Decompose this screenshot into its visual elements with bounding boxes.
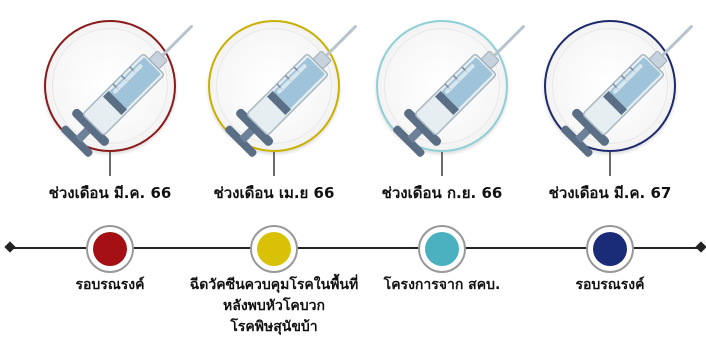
timeline-dot — [418, 225, 466, 273]
stage-description-line: โรคพิษสุนัขบ้า — [230, 319, 318, 335]
timeline-dot — [586, 225, 634, 273]
stage-description: ฉีดวัคซีนควบคุมโรคในพื้นที่ หลังพบหัวโคบ… — [186, 275, 362, 338]
stage-date: ช่วงเดือน มี.ค. 67 — [548, 184, 672, 202]
stage-description-line: รอบรณรงค์ — [575, 277, 645, 293]
stage-description-line: ฉีดวัคซีนควบคุมโรคในพื้นที่ — [189, 277, 359, 293]
timeline-dot-fill — [93, 232, 127, 266]
badge-inner-ring — [552, 28, 668, 144]
stage-description: รอบรณรงค์ — [522, 275, 698, 296]
timeline-dot — [250, 225, 298, 273]
stage-connector — [609, 152, 611, 176]
syringe-badge — [44, 20, 193, 157]
stage-date: ช่วงเดือน เม.ย 66 — [213, 184, 335, 202]
timeline-stage-4: ช่วงเดือน มี.ค. 67 รอบรณรงค์ — [522, 0, 698, 343]
stage-description-line: หลังพบหัวโคบวก — [223, 298, 325, 314]
timeline-line — [8, 247, 704, 249]
stage-description-line: รอบรณรงค์ — [75, 277, 145, 293]
timeline-start-marker — [4, 241, 16, 253]
timeline-stage-3: ช่วงเดือน ก.ย. 66 โครงการจาก สคบ. — [354, 0, 530, 343]
syringe-icon — [61, 25, 193, 157]
syringe-icon — [225, 25, 357, 157]
stage-description-line: โครงการจาก สคบ. — [383, 277, 501, 293]
syringe-icon — [561, 25, 693, 157]
timeline-stage-1: ช่วงเดือน มี.ค. 66 รอบรณรงค์ — [22, 0, 198, 343]
badge-inner-ring — [52, 28, 168, 144]
stage-connector — [441, 152, 443, 176]
stage-date: ช่วงเดือน ก.ย. 66 — [381, 184, 503, 202]
stage-description: รอบรณรงค์ — [22, 275, 198, 296]
stage-connector — [109, 152, 111, 176]
stage-connector — [273, 152, 275, 176]
stage-date: ช่วงเดือน มี.ค. 66 — [48, 184, 172, 202]
timeline-stage-2: ช่วงเดือน เม.ย 66 ฉีดวัคซีนควบคุมโรคในพื… — [186, 0, 362, 343]
stage-description: โครงการจาก สคบ. — [354, 275, 530, 296]
syringe-badge — [544, 20, 693, 157]
badge-inner-ring — [216, 28, 332, 144]
syringe-badge — [376, 20, 525, 157]
timeline-dot — [86, 225, 134, 273]
timeline-dot-fill — [257, 232, 291, 266]
timeline-dot-fill — [593, 232, 627, 266]
syringe-badge — [208, 20, 357, 157]
syringe-icon — [393, 25, 525, 157]
timeline-dot-fill — [425, 232, 459, 266]
badge-inner-ring — [384, 28, 500, 144]
